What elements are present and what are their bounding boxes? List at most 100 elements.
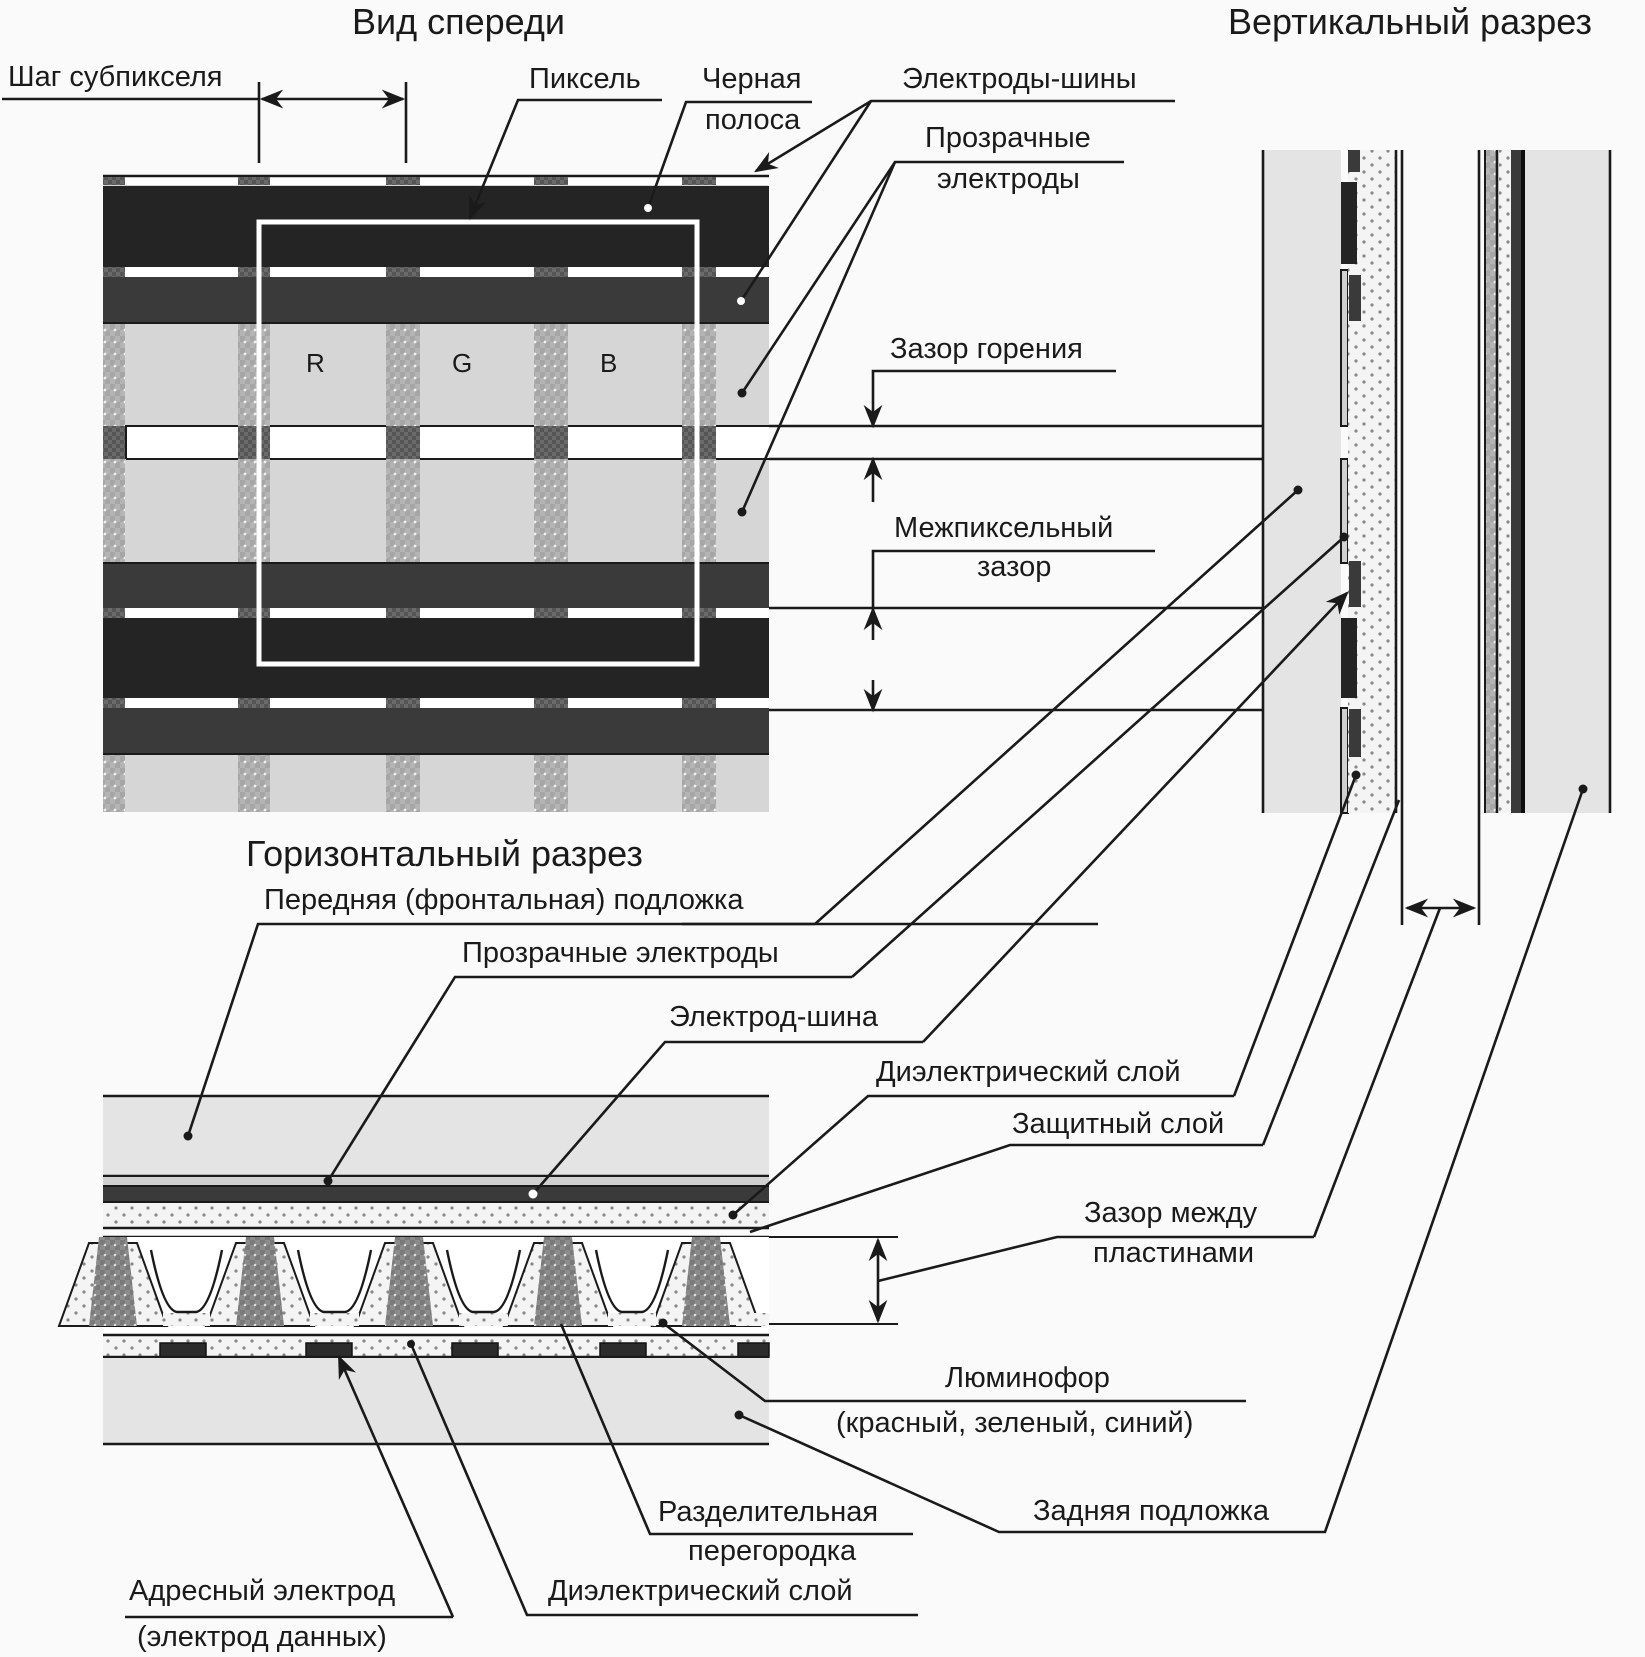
barrier-rib-stub: [238, 177, 270, 185]
barrier-rib-gap: [534, 426, 568, 459]
label-address-electrode-2: (электрод данных): [137, 1621, 387, 1653]
leader-dot: [737, 388, 747, 398]
label-transparent-electrodes-1: Прозрачные: [925, 122, 1091, 154]
label-transparent-electrodes-section: Прозрачные электроды: [462, 937, 779, 969]
leader-front-substrate-vertical: [814, 489, 1299, 925]
barrier-rib-stub: [534, 608, 568, 618]
barrier-rib-horizontal: [236, 1237, 284, 1326]
label-plate-gap-2: пластинами: [1093, 1237, 1254, 1269]
bus-electrode-stripe: [103, 708, 769, 754]
barrier-rib-stub: [386, 608, 420, 618]
leader-dot: [728, 1210, 738, 1220]
phosphor-floor: [459, 1313, 508, 1326]
leader-rear-substrate: [738, 1413, 1030, 1534]
leader-dielectric-layer-top: [732, 1094, 1234, 1216]
barrier-rib-horizontal: [385, 1237, 433, 1326]
address-electrode: [451, 1342, 499, 1358]
barrier-rib: [103, 323, 125, 426]
barrier-rib-stub: [534, 177, 568, 185]
label-front-substrate: Передняя (фронтальная) подложка: [264, 884, 744, 916]
vertical-section: [1261, 150, 1612, 925]
leader-dot: [407, 1340, 415, 1348]
bus-electrode-horizontal: [103, 1186, 769, 1202]
subpixel-label-g: G: [452, 348, 472, 378]
leader-front-substrate: [186, 922, 815, 1137]
barrier-rib: [386, 459, 420, 563]
black-stripe-vertical: [1341, 182, 1357, 264]
barrier-rib: [386, 754, 420, 812]
leader-protective-layer-vertical: [1261, 799, 1401, 1146]
transparent-electrode-stripe: [103, 323, 769, 426]
cell-outline: [149, 1249, 224, 1314]
transparent-electrode-vertical: [1340, 458, 1349, 564]
phosphor-vertical: [1485, 150, 1497, 813]
leader-transparent-electrodes-2: [740, 161, 897, 513]
label-discharge-gap: Зазор горения: [890, 333, 1083, 365]
leader-dot: [1578, 784, 1588, 794]
cell-outline: [296, 1249, 373, 1314]
label-dielectric-layer-top: Диэлектрический слой: [876, 1056, 1181, 1088]
barrier-rib-stub: [103, 698, 125, 708]
leader-dot: [737, 507, 747, 517]
phosphor-floor: [163, 1313, 210, 1326]
dielectric-horizontal-top: [103, 1202, 769, 1228]
label-black-stripe-1: Черная: [702, 63, 801, 95]
leader-dot: [183, 1131, 193, 1141]
barrier-rib: [534, 459, 568, 563]
barrier-rib-stub: [534, 698, 568, 708]
leader-dot: [323, 1176, 333, 1186]
leader-dot: [1339, 532, 1349, 542]
leader-protective-layer: [749, 1143, 1263, 1234]
cell-outline: [445, 1249, 522, 1314]
front-substrate-horizontal: [103, 1096, 769, 1176]
leader-transparent-electrodes-vertical: [851, 536, 1345, 978]
horizontal-section: [57, 1094, 898, 1446]
barrier-rib-stub: [238, 608, 270, 618]
gap-row: [103, 698, 769, 708]
barrier-rib: [103, 754, 125, 812]
barrier-rib-stub: [682, 177, 716, 185]
transparent-electrode-horizontal: [103, 1177, 769, 1186]
barrier-rib-gap: [238, 426, 270, 459]
label-pixel: Пиксель: [529, 63, 641, 95]
barrier-rib: [238, 754, 270, 812]
address-electrode: [159, 1342, 207, 1358]
discharge-gap-row: [126, 426, 769, 459]
barrier-rib: [238, 323, 270, 426]
barrier-rib-stub: [103, 177, 125, 185]
leader-bus-electrode-section: [532, 1040, 923, 1195]
rear-substrate-vertical: [1525, 150, 1610, 813]
transparent-electrode-stripe: [103, 459, 769, 563]
barrier-ribs-front: [103, 177, 716, 812]
barrier-rib-stub: [386, 698, 420, 708]
barrier-rib-horizontal: [534, 1237, 582, 1326]
leader-black-stripe: [646, 100, 812, 209]
label-interpixel-gap-2: зазор: [977, 551, 1051, 583]
barrier-rib: [534, 754, 568, 812]
barrier-rib-stub: [386, 177, 420, 185]
label-interpixel-gap-1: Межпиксельный: [894, 512, 1113, 544]
discharge-gap-arrow-top: [863, 369, 1116, 429]
gap-row: [103, 608, 769, 618]
bus-electrode-vertical: [1349, 709, 1361, 757]
leader-transparent-electrodes-section: [326, 975, 852, 1182]
leader-dot: [658, 1318, 668, 1328]
front-view: R G B: [103, 174, 769, 812]
leader-dielectric-layer-bottom: [409, 1343, 918, 1617]
bus-electrode-vertical: [1349, 561, 1361, 607]
pixel-frame: [256, 219, 700, 667]
leader-plate-gap-vertical: [1312, 907, 1442, 1238]
label-address-electrode-1: Адресный электрод: [129, 1575, 395, 1607]
bus-electrode-vertical: [1348, 150, 1360, 172]
label-phosphor-1: Люминофор: [945, 1362, 1110, 1394]
phosphor-floor: [608, 1313, 656, 1326]
label-bus-electrodes: Электроды-шины: [902, 63, 1137, 95]
bus-electrode-stripe: [103, 563, 769, 608]
bus-electrode-stripe: [103, 277, 769, 323]
address-electrodes: [159, 1342, 770, 1358]
cell-outline: [594, 1249, 670, 1314]
barrier-rib-stub: [238, 267, 270, 277]
leader-bus-electrodes-2: [739, 100, 873, 302]
barrier-rib-stub: [534, 267, 568, 277]
